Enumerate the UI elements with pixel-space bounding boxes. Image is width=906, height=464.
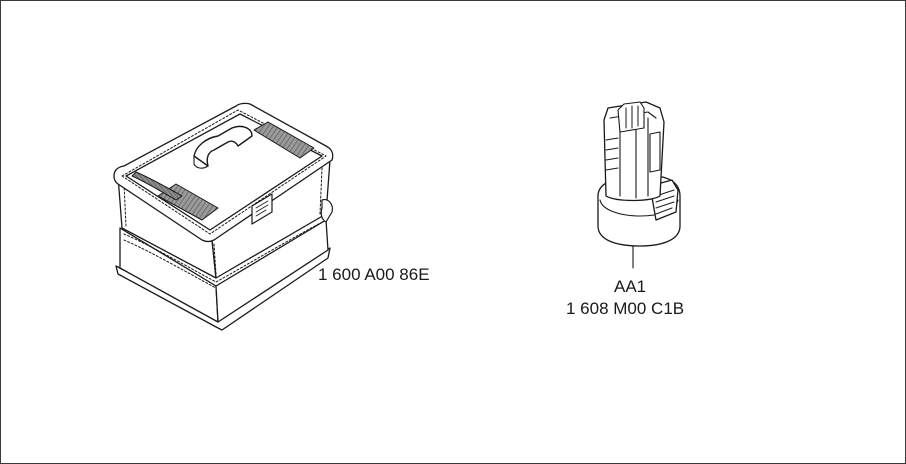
battery-terminals [617,101,645,133]
carrying-case-icon [113,102,334,331]
case-zipper-pull [320,199,333,223]
case-lower-right [215,219,329,323]
case-zipper-stitch [123,219,327,283]
battery-pack-icon [597,101,681,269]
case-handle [193,125,253,167]
battery-name: AA1 [614,277,647,296]
bag-part-number: 1 600 A00 86E [318,265,430,284]
battery-part-number: 1 608 M00 C1B [566,299,685,318]
case-lid-strap-right [253,121,315,159]
